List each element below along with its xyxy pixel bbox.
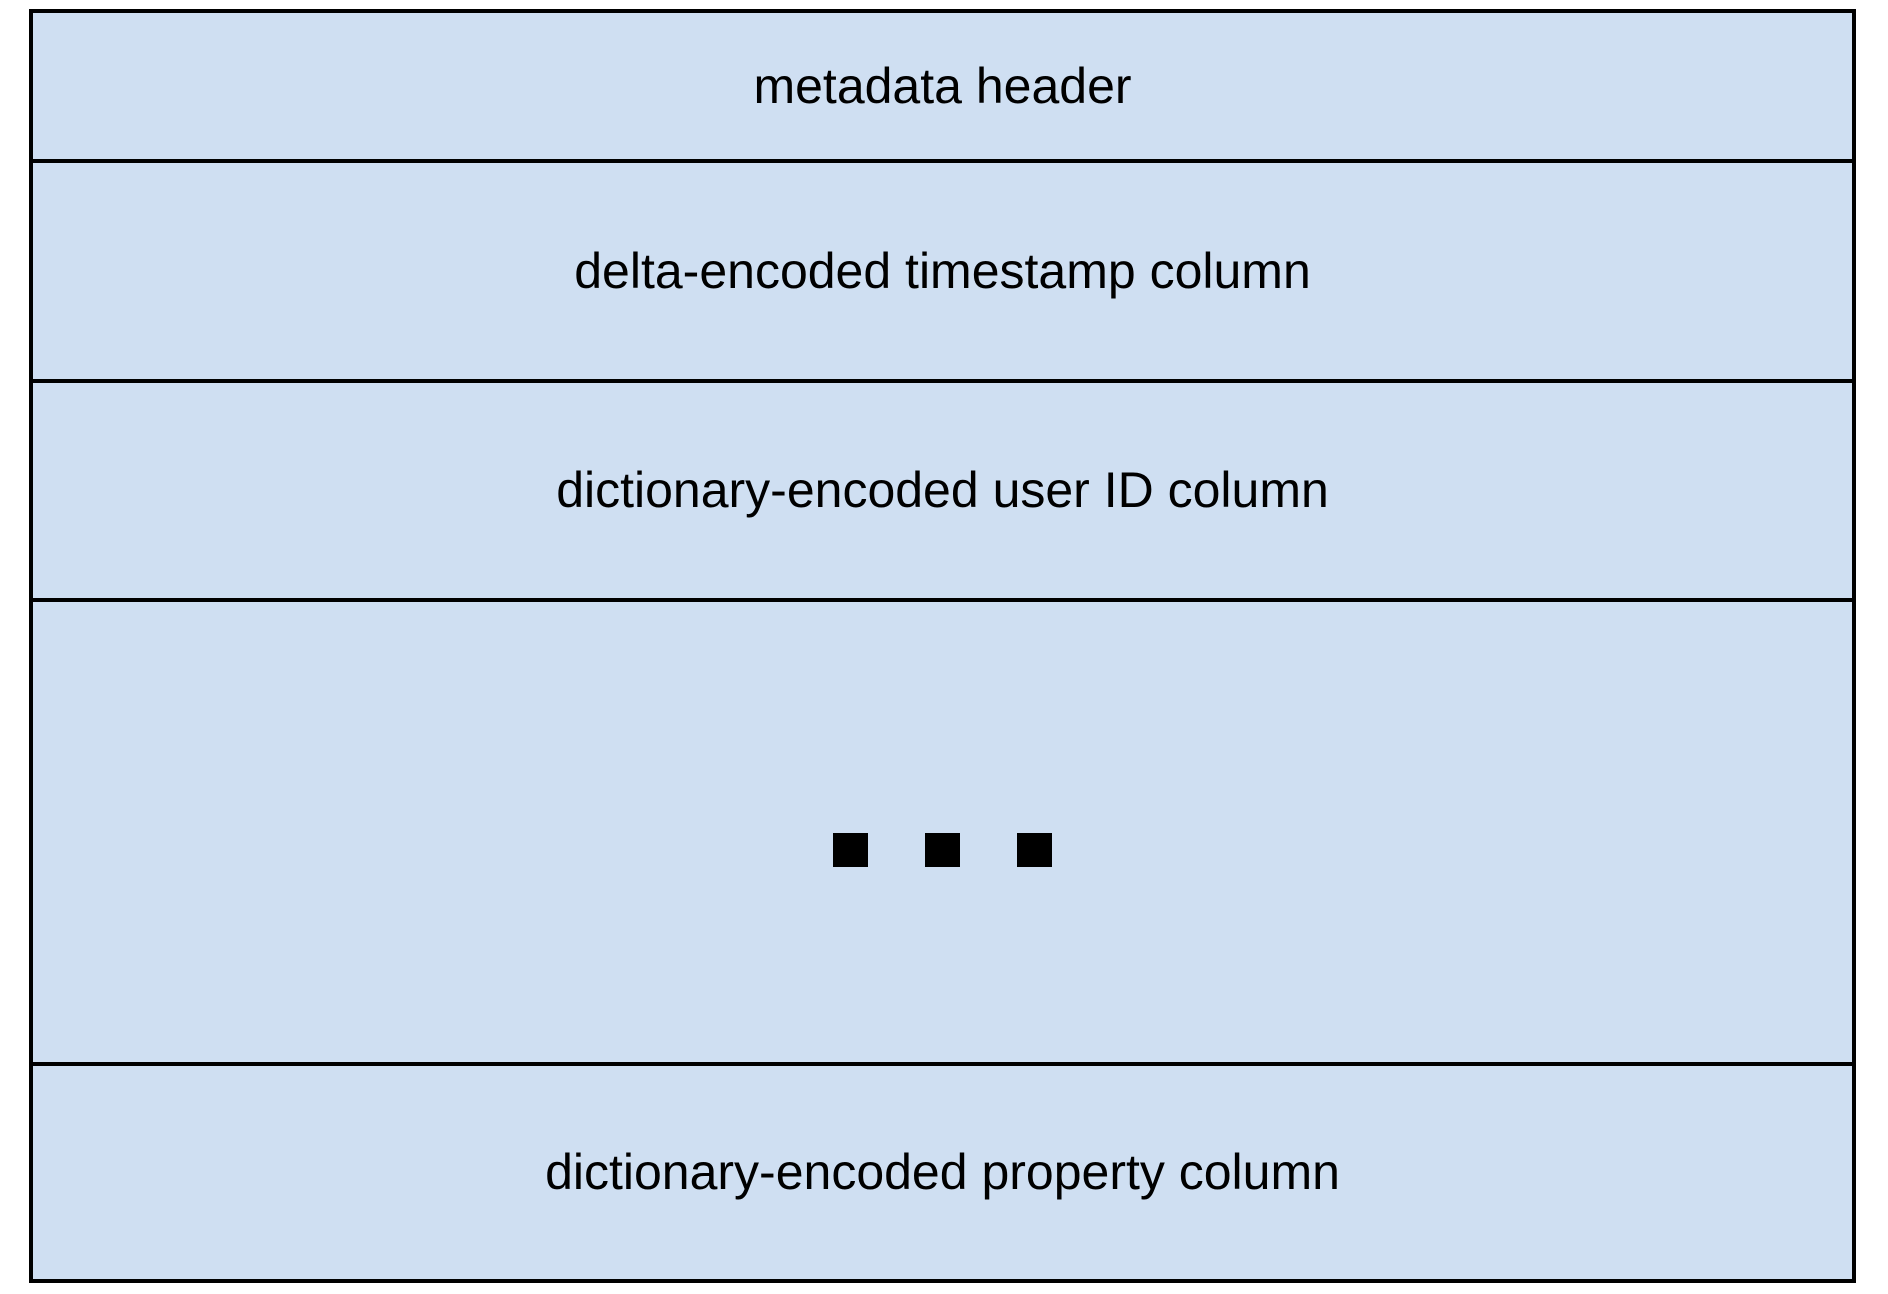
ellipsis-square-3 [1017,833,1052,867]
segment-label-userid-column: dictionary-encoded user ID column [556,462,1329,518]
block-segment-metadata-header: metadata header [33,13,1852,163]
ellipsis-square-2 [925,833,960,867]
block-segment-timestamp-column: delta-encoded timestamp column [33,163,1852,383]
block-segment-userid-column: dictionary-encoded user ID column [33,383,1852,602]
segment-label-property-column: dictionary-encoded property column [545,1144,1340,1200]
three-squares-ellipsis-icon [833,833,1052,867]
block-segment-property-column: dictionary-encoded property column [33,1066,1852,1279]
ellipsis-square-1 [833,833,868,867]
segment-label-metadata-header: metadata header [753,57,1132,114]
segment-label-timestamp-column: delta-encoded timestamp column [574,242,1311,299]
block-stack: metadata header delta-encoded timestamp … [29,9,1856,1283]
block-segment-continuation [33,602,1852,1066]
